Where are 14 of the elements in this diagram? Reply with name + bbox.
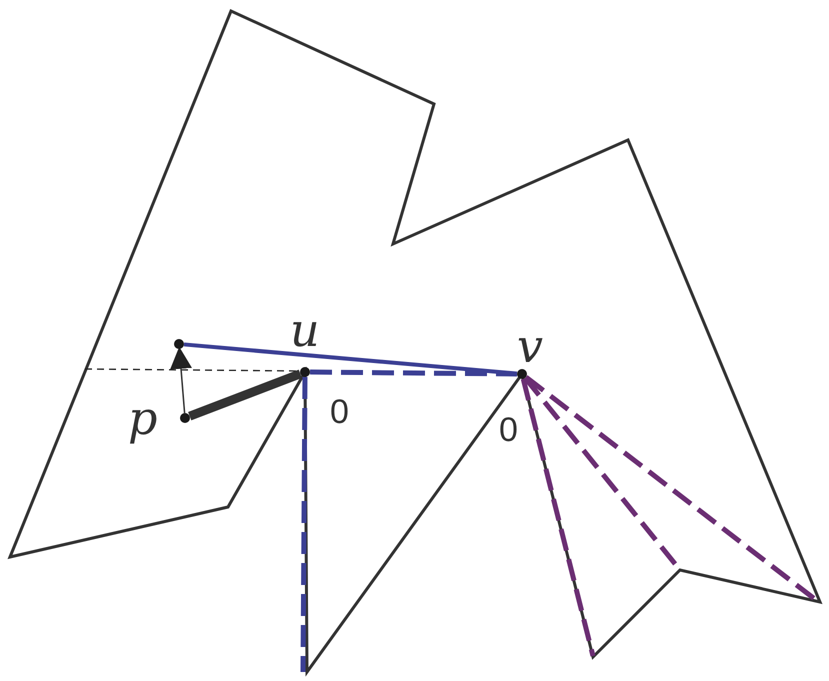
angle-label: 0 [499, 413, 518, 447]
line-segment [300, 376, 308, 672]
point-label: u [290, 307, 320, 353]
point-dot [517, 369, 527, 379]
line-segment [310, 370, 518, 376]
arrow [170, 346, 192, 414]
point-dot [300, 367, 310, 377]
point-dot [174, 339, 184, 349]
line-segment [188, 370, 302, 420]
point-dot [180, 413, 190, 423]
point-label: v [517, 323, 543, 369]
line-segment [520, 378, 596, 657]
line-segment [524, 375, 818, 602]
angle-label: 0 [330, 395, 349, 429]
